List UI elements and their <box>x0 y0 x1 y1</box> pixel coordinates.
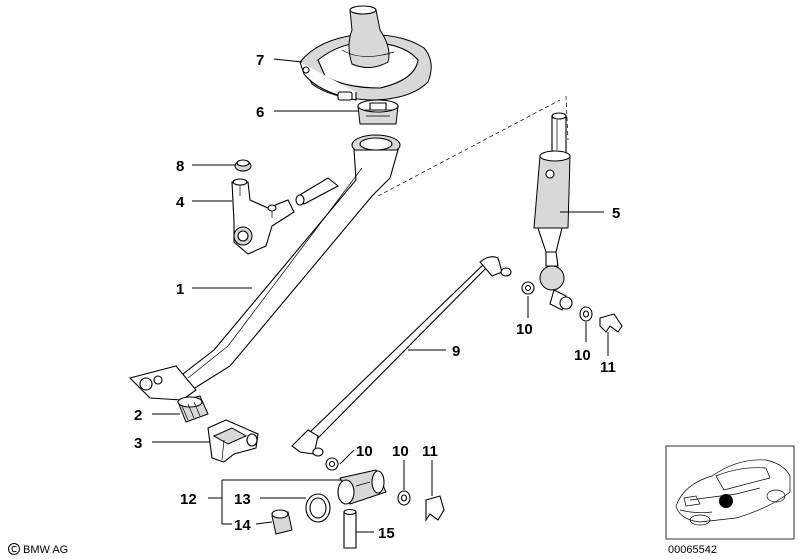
callout-9: 9 <box>452 343 460 360</box>
part-4-bracket[interactable] <box>231 178 295 255</box>
callout-6: 6 <box>256 104 264 121</box>
part-7-shift-boot[interactable] <box>299 5 432 101</box>
callout-3: 3 <box>134 435 142 452</box>
callout-10-lower-right: 10 <box>392 443 409 460</box>
callout-10-upper-right: 10 <box>574 347 591 364</box>
callout-4: 4 <box>176 194 185 211</box>
part-11-clips[interactable] <box>425 313 623 522</box>
part-2-bearing-bushing[interactable] <box>177 395 209 423</box>
car-locator-icon <box>665 445 795 540</box>
part-10-washers[interactable] <box>325 281 593 506</box>
callout-1: 1 <box>176 281 184 298</box>
part-8-nut[interactable] <box>234 159 252 172</box>
callout-14: 14 <box>234 517 251 534</box>
callout-10-upper-left: 10 <box>516 321 533 338</box>
brand-label: BMW AG <box>23 544 68 556</box>
part-5-selector-rod[interactable] <box>533 112 573 311</box>
leader-lines <box>152 58 609 533</box>
callout-10-lower-left: 10 <box>356 443 373 460</box>
footer: © BMW AG 00065542 <box>8 543 717 556</box>
diagram-number: 00065542 <box>668 544 717 556</box>
callout-8: 8 <box>176 158 184 175</box>
part-9-link-rod[interactable] <box>291 256 512 457</box>
callout-15: 15 <box>378 525 395 542</box>
callout-labels: 7 6 8 4 1 2 3 5 9 10 10 11 10 10 11 12 1… <box>134 52 620 542</box>
part-1-gearshift-lever[interactable] <box>128 134 401 401</box>
part-15-pin[interactable] <box>343 508 357 549</box>
callout-13: 13 <box>234 491 251 508</box>
callout-2: 2 <box>134 407 142 424</box>
callout-11-upper: 11 <box>600 359 616 376</box>
part-13-sleeve[interactable] <box>305 469 387 523</box>
part-14-bushing[interactable] <box>271 509 293 535</box>
dashed-reference-line <box>377 95 569 197</box>
part-3-holder[interactable] <box>207 419 259 463</box>
callout-7: 7 <box>256 52 264 69</box>
copyright-icon <box>8 543 20 555</box>
part-6-bushing[interactable] <box>357 99 399 125</box>
callout-11-lower: 11 <box>422 443 438 460</box>
callout-5: 5 <box>612 205 620 222</box>
callout-12: 12 <box>180 491 197 508</box>
